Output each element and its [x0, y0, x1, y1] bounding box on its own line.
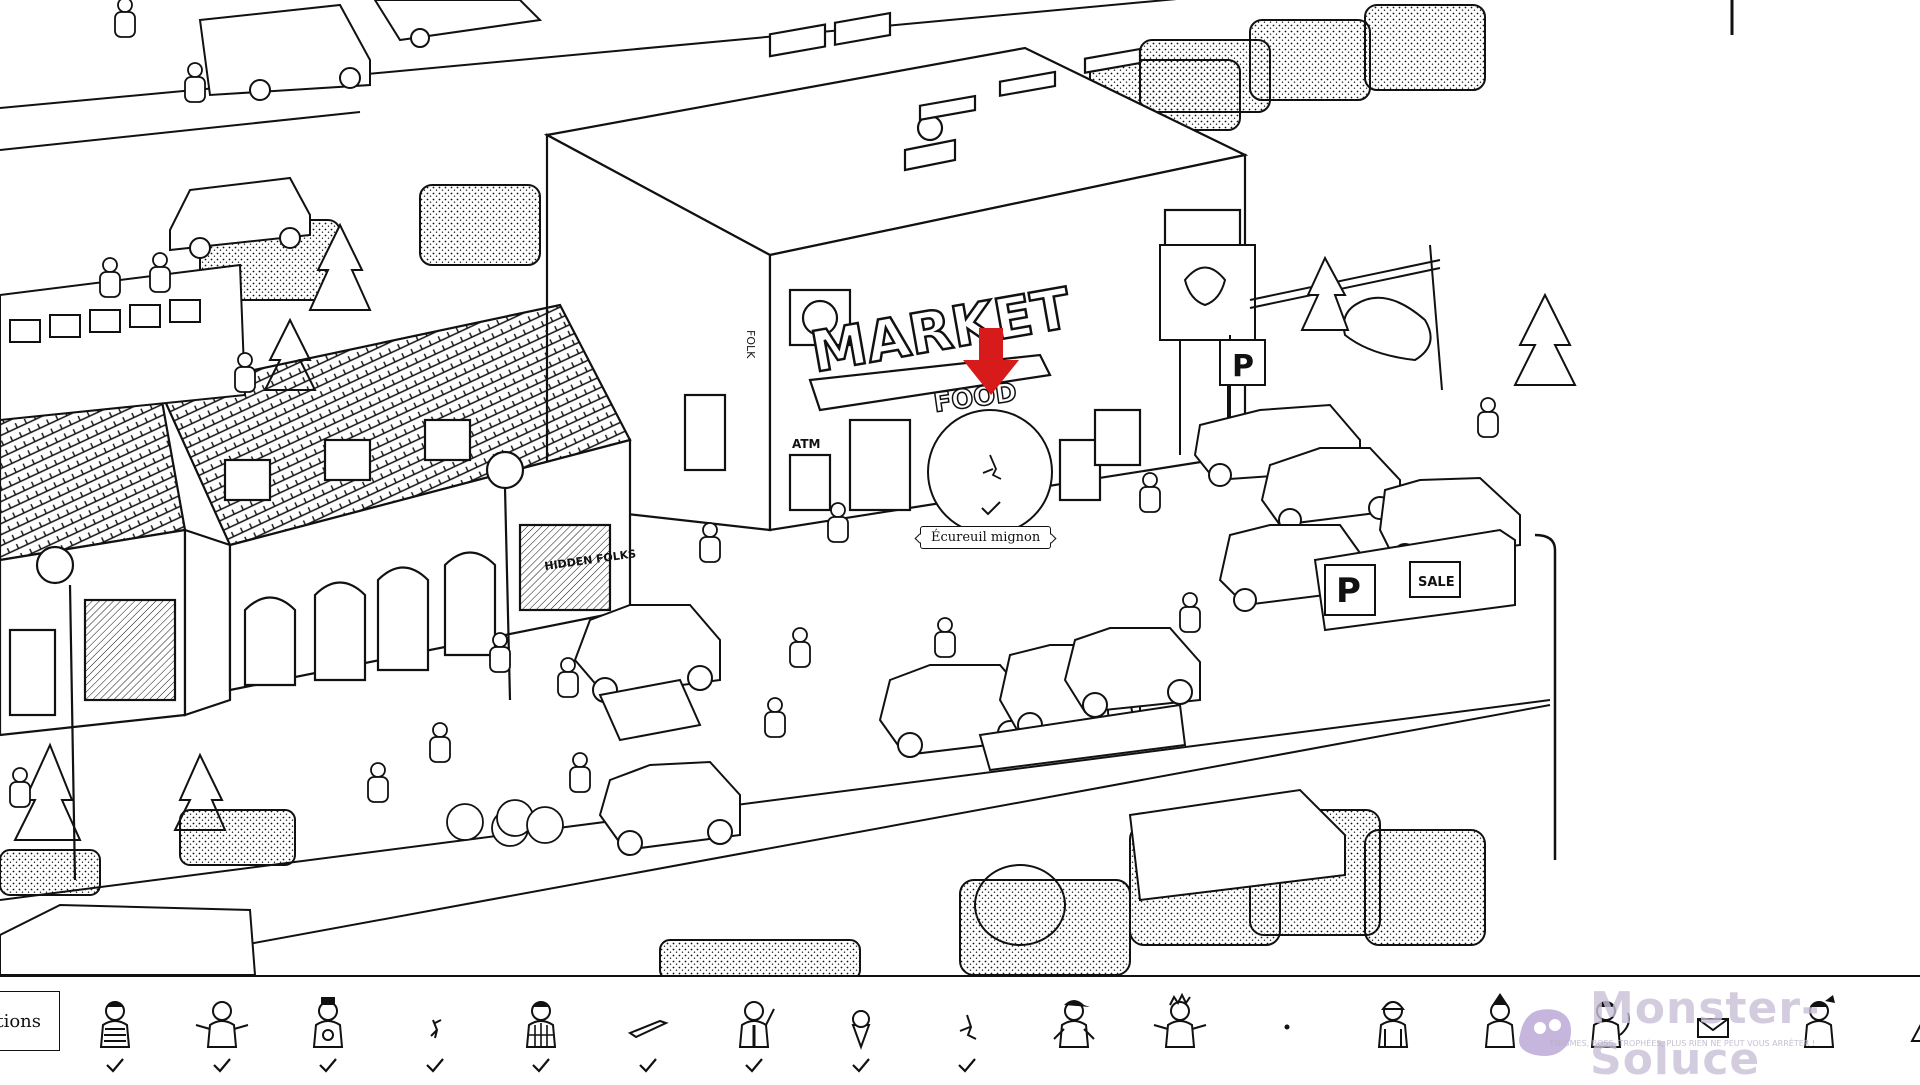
street-lamp [1534, 533, 1557, 860]
parked-cars [573, 403, 1521, 856]
target-slot[interactable] [1678, 977, 1748, 1082]
hedge-top-row [199, 4, 1486, 301]
target-slot[interactable] [1039, 977, 1109, 1082]
found-check-icon [745, 1058, 763, 1073]
atm-sign: ATM [792, 437, 820, 451]
envelope-icon [1697, 1018, 1729, 1038]
folk-bird-icon [1803, 995, 1835, 1048]
target-slot[interactable] [80, 977, 150, 1082]
gas-tank [1342, 244, 1443, 391]
found-check-icon [319, 1058, 337, 1073]
folk-striped-icon [99, 1001, 131, 1048]
ice-cream-icon [851, 1010, 871, 1050]
found-check-icon [852, 1058, 870, 1073]
sale-sign: SALE [1418, 575, 1455, 590]
target-slot[interactable] [1465, 977, 1535, 1082]
road-bottom [0, 699, 1551, 975]
folk-small-icon [430, 1019, 442, 1039]
target-slot[interactable] [1252, 977, 1322, 1082]
target-slot[interactable] [400, 977, 470, 1082]
target-slot[interactable] [932, 977, 1002, 1082]
target-slot[interactable] [506, 977, 576, 1082]
folk-waving-icon [738, 1001, 775, 1048]
folk-spiky-icon [1153, 992, 1207, 1048]
parking-sign-post: P [1232, 349, 1254, 384]
found-check-icon [958, 1058, 976, 1073]
found-check-icon [106, 1058, 124, 1073]
car-top-left [169, 176, 311, 259]
folk-plaid-icon [525, 1001, 557, 1048]
options-button[interactable]: Options [0, 991, 60, 1051]
target-slot[interactable] [826, 977, 896, 1082]
double-decker-bus [0, 263, 247, 422]
target-slot[interactable] [719, 977, 789, 1082]
found-magnifier [927, 409, 1053, 535]
folk-arms-out-icon [195, 1001, 249, 1048]
squirrel-icon [959, 1014, 977, 1040]
found-target-label: Écureuil mignon [920, 526, 1052, 549]
target-slot[interactable] [1358, 977, 1428, 1082]
found-check-icon [639, 1058, 657, 1073]
found-check-icon [426, 1058, 444, 1073]
red-arrow-marker [963, 328, 1019, 395]
folk-hat-icon [312, 997, 344, 1048]
warning-icon [1910, 1024, 1920, 1042]
crowd [9, 0, 1499, 847]
found-check-icon [213, 1058, 231, 1073]
knife-icon [627, 1019, 669, 1039]
folk-pointy-hat-icon [1484, 993, 1516, 1048]
parking-booth-sign: P [1336, 571, 1361, 611]
game-scene[interactable]: MARKET FOOD FOLK ATM P [0, 0, 1920, 975]
target-slot[interactable] [187, 977, 257, 1082]
target-slot[interactable] [1891, 977, 1920, 1082]
target-slot[interactable] [293, 977, 363, 1082]
folk-tail-icon [1590, 1001, 1630, 1048]
dot-icon [1284, 1024, 1290, 1030]
found-check-icon [532, 1058, 550, 1073]
folk-cap-icon [1053, 1000, 1095, 1048]
folk-sign: FOLK [744, 330, 757, 359]
target-slot[interactable] [1571, 977, 1641, 1082]
target-slot[interactable] [1784, 977, 1854, 1082]
billboard [1159, 244, 1441, 455]
target-slot[interactable] [613, 977, 683, 1082]
top-vans [198, 0, 543, 101]
target-slot[interactable] [1145, 977, 1215, 1082]
folk-helmet-icon [1377, 1001, 1409, 1048]
row-houses [0, 303, 632, 881]
target-list [80, 977, 1920, 1082]
target-toolbar: Options Monster-Soluce ÉNIGMES, BOSS, TR… [0, 975, 1920, 1085]
bottom-truck [0, 788, 1346, 975]
